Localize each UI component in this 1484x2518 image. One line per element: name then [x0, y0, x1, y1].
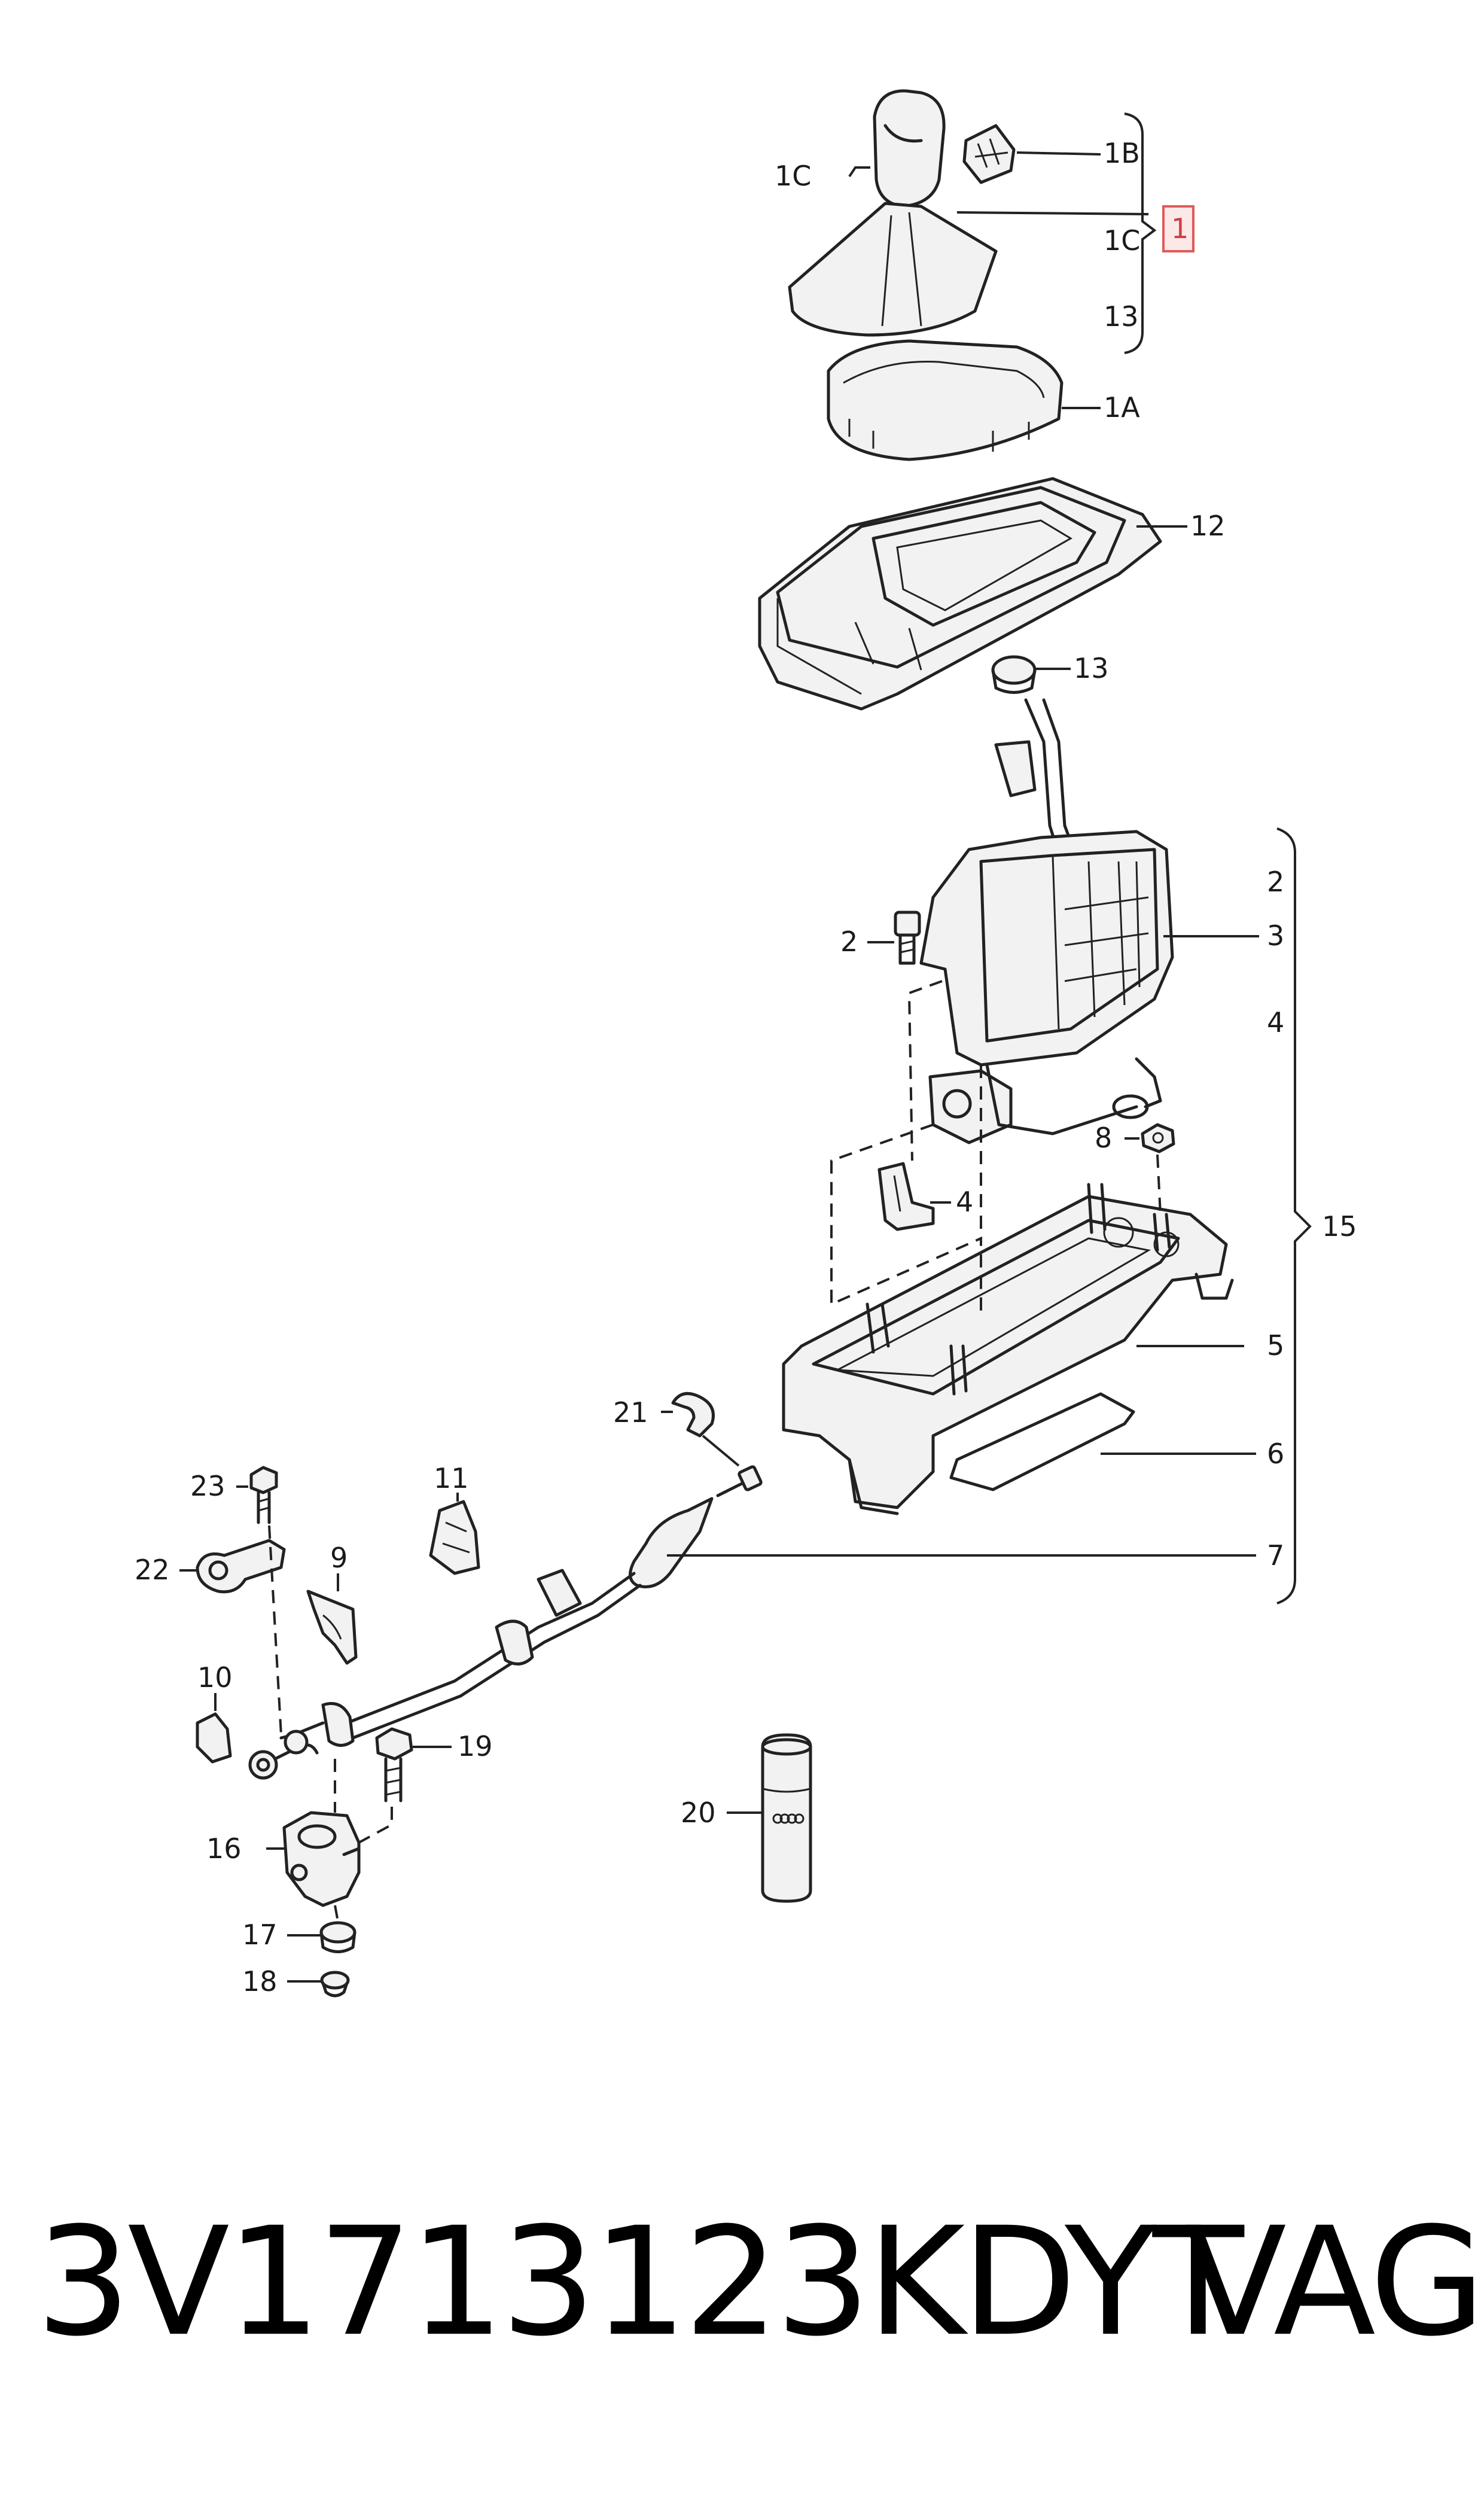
cable-retaining-clip	[671, 1392, 715, 1438]
cable-support-bracket	[282, 1811, 361, 1907]
callout-13-brace: 13	[1104, 300, 1139, 333]
callout-1c-brace: 1C	[1104, 224, 1140, 257]
brand-name: VAG	[1184, 2195, 1484, 2369]
callout-23: 23	[190, 1470, 226, 1502]
callout-18: 18	[242, 1965, 278, 1998]
callout-6: 6	[1267, 1438, 1284, 1470]
leader-lines	[179, 151, 1259, 1983]
callout-2-screw: 2	[840, 925, 858, 958]
callout-3: 3	[1267, 919, 1284, 952]
gear-knob-with-boot	[788, 89, 998, 337]
callout-4-brace: 4	[1267, 1006, 1284, 1039]
cable-end-clip	[196, 1712, 232, 1764]
callout-19: 19	[458, 1730, 493, 1762]
collar-ring	[991, 655, 1037, 694]
callout-1c-knob: 1C	[775, 160, 811, 192]
selector-lever	[196, 1539, 286, 1594]
mechanism-base-plate	[782, 1183, 1234, 1515]
callout-10: 10	[197, 1661, 233, 1694]
console-frame	[758, 477, 1162, 711]
cable-end-eye	[248, 1730, 319, 1780]
callout-9: 9	[330, 1542, 348, 1574]
grommet	[320, 1971, 350, 1998]
selector-cable	[279, 1465, 763, 1747]
callout-8: 8	[1095, 1122, 1112, 1154]
retaining-clip	[877, 1162, 935, 1231]
hex-nut	[1141, 1123, 1175, 1153]
shift-mechanism-housing	[919, 698, 1174, 1144]
callout-1a: 1A	[1104, 391, 1140, 424]
lever-bolt	[249, 1466, 278, 1524]
callout-7: 7	[1267, 1539, 1284, 1572]
callout-11: 11	[434, 1462, 469, 1494]
cable-bracket	[429, 1500, 480, 1575]
callout-1b: 1B	[1104, 137, 1140, 169]
base-gasket	[949, 1392, 1135, 1491]
part-number: 3V1713123KDYT	[36, 2195, 1244, 2369]
callout-13-collar: 13	[1074, 652, 1109, 684]
callout-labels: 1B 1C 1C 13 1A 12 13 2 2 3 4 4 8 15 5 6 …	[135, 137, 1357, 1998]
callout-12: 12	[1190, 510, 1226, 542]
callout-1-highlight[interactable]: 1	[1171, 212, 1189, 245]
callout-20: 20	[681, 1797, 716, 1829]
cable-lock-clip	[306, 1590, 358, 1665]
callout-22: 22	[135, 1554, 170, 1586]
callout-4-clip: 4	[956, 1186, 973, 1218]
callout-21: 21	[613, 1396, 648, 1429]
callout-2-brace: 2	[1267, 866, 1284, 898]
grease-tube	[761, 1733, 812, 1903]
mounting-bolt	[894, 911, 921, 965]
bracket-bolt	[375, 1727, 413, 1803]
callout-17: 17	[242, 1919, 278, 1951]
assembly-guide-lines	[268, 980, 1162, 1922]
shift-cover-panel	[827, 339, 1064, 461]
gear-pattern-badge	[962, 124, 1016, 184]
callout-15: 15	[1322, 1210, 1357, 1243]
group-braces	[1124, 112, 1312, 1604]
callout-16: 16	[206, 1832, 242, 1865]
callout-5: 5	[1267, 1329, 1284, 1362]
selected-part-highlight[interactable]	[1162, 205, 1194, 252]
rubber-bushing	[319, 1921, 356, 1953]
